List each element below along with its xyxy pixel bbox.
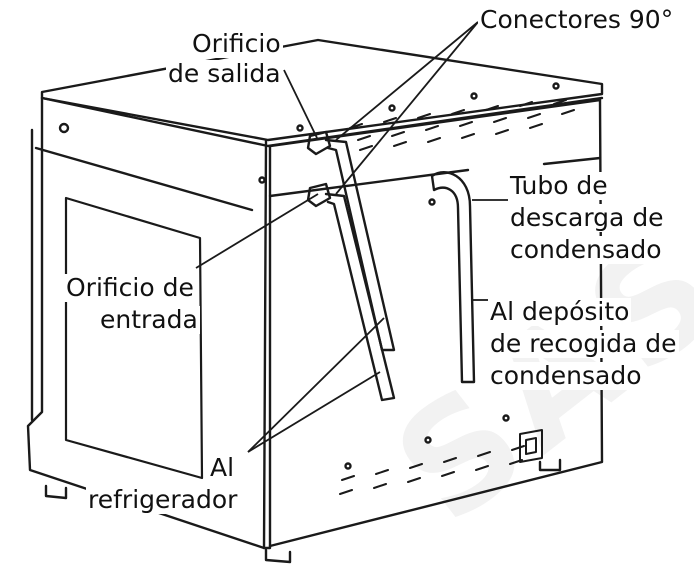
- foot-back: [538, 458, 562, 472]
- label-tubo-3: condensado: [508, 235, 664, 264]
- label-refrigerador-2: refrigerador: [86, 485, 240, 514]
- leader-refrigerador-1: [247, 317, 385, 453]
- label-tubo-1: Tubo de: [508, 171, 610, 200]
- top-vent-slots: [349, 99, 575, 151]
- inlet-fitting: [306, 182, 332, 208]
- leader-entrada: [195, 193, 319, 269]
- front-window: [64, 196, 204, 480]
- foot-left: [44, 484, 68, 500]
- leader-salida: [283, 69, 319, 141]
- condensate-drain-tube: [430, 171, 476, 384]
- leader-conectores-2: [335, 21, 479, 195]
- label-tubo-2: descarga de: [508, 203, 666, 232]
- leader-refrigerador-2: [247, 371, 381, 453]
- label-deposito-2: de recogida de: [488, 329, 679, 358]
- label-deposito-3: condensado: [488, 361, 644, 390]
- cabinet-top: [40, 38, 604, 142]
- label-orificio-salida-2: de salida: [166, 59, 283, 88]
- label-refrigerador-1: Al: [208, 453, 237, 482]
- label-orificio-entrada-2: entrada: [98, 305, 200, 334]
- outlet-fitting: [306, 130, 332, 156]
- refrigerator-tube-lower: [324, 192, 396, 402]
- cabinet-back-face: [268, 98, 604, 548]
- label-deposito-1: Al depósito: [488, 297, 632, 326]
- cabinet-front-seam: [34, 146, 254, 212]
- bottom-vent-slots: [339, 445, 525, 495]
- label-conectores: Conectores 90°: [478, 5, 676, 34]
- foot-right: [264, 548, 292, 564]
- cabinet-front-face: [26, 96, 272, 550]
- label-orificio-salida-1: Orificio: [190, 29, 283, 58]
- leader-conectores-1: [335, 21, 479, 141]
- power-switch: [519, 429, 543, 463]
- label-orificio-entrada-1: Orificio de: [64, 273, 196, 302]
- refrigerator-tube-upper: [324, 138, 396, 352]
